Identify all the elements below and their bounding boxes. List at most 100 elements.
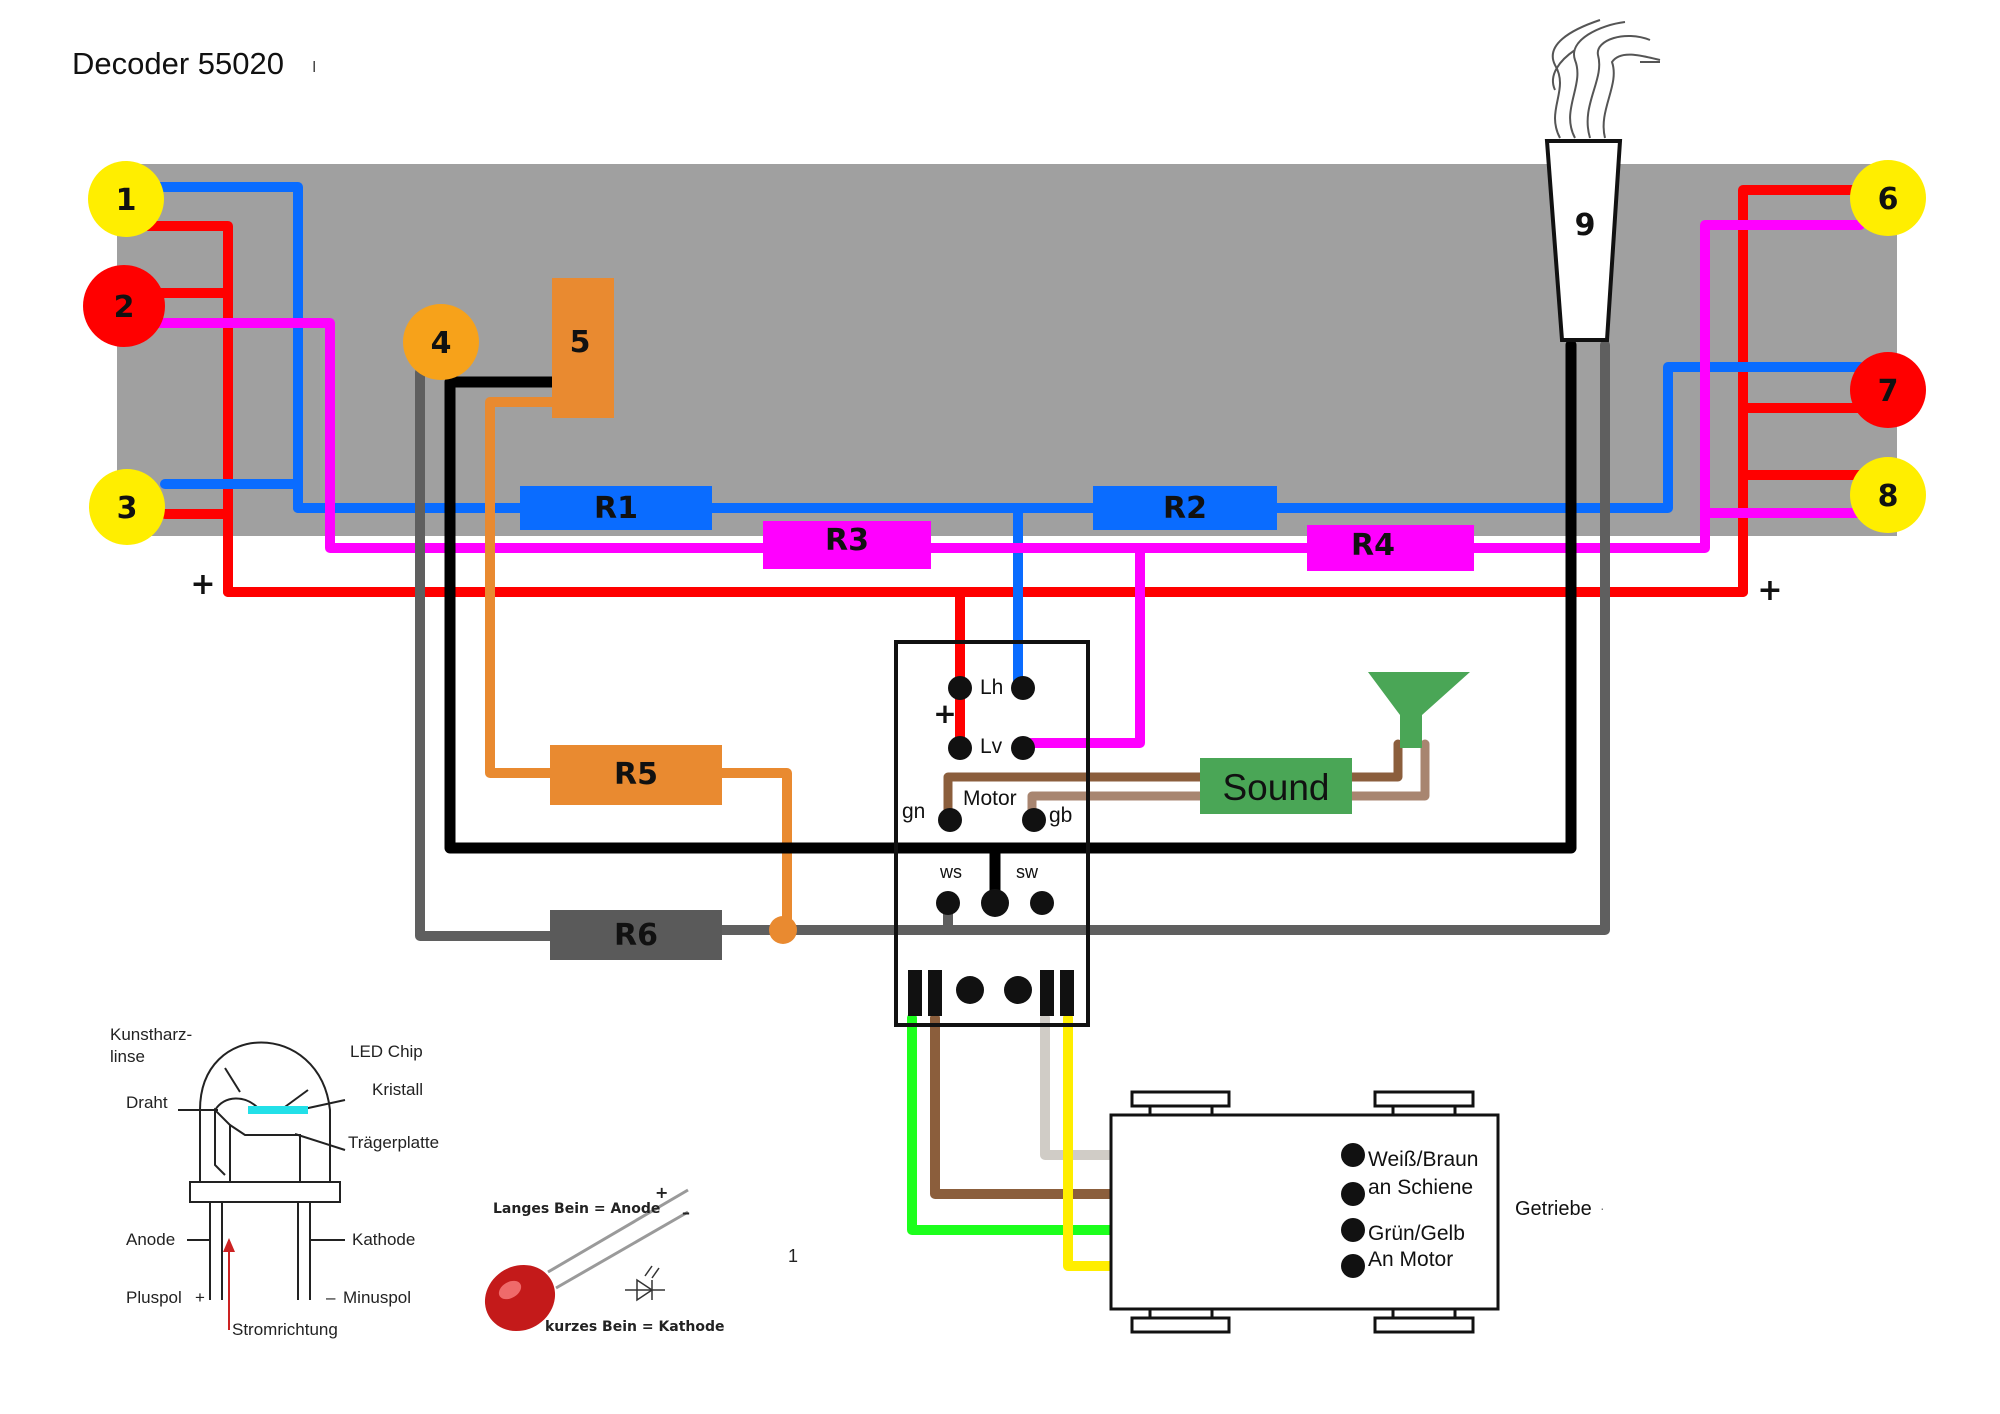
label-kathode: Kathode bbox=[352, 1230, 415, 1249]
label-led-chip: LED Chip bbox=[350, 1042, 423, 1061]
pin-extra bbox=[1030, 891, 1054, 915]
svg-text:9: 9 bbox=[1575, 208, 1596, 243]
decoder-label-gb: gb bbox=[1049, 804, 1072, 827]
svg-text:3: 3 bbox=[117, 491, 138, 526]
label-draht: Draht bbox=[126, 1093, 168, 1112]
junction-dot bbox=[769, 916, 797, 944]
resistor-r2: R2 bbox=[1093, 486, 1277, 530]
led-schematic: Kunstharz- linse LED Chip Kristall Draht… bbox=[110, 1025, 439, 1339]
pin-lh-left bbox=[948, 676, 972, 700]
plus-left: + bbox=[190, 567, 215, 602]
pin-gn bbox=[938, 808, 962, 832]
label-pluspol-sign: + bbox=[195, 1288, 205, 1307]
title-mark: I bbox=[312, 59, 316, 76]
getriebe-mark: · bbox=[1600, 1200, 1605, 1216]
terminal-1 bbox=[1341, 1143, 1365, 1167]
pin-bottom-6 bbox=[1060, 970, 1074, 1016]
led-chip bbox=[248, 1106, 308, 1114]
speaker-icon bbox=[1368, 672, 1470, 748]
label-kurzes-bein: kurzes Bein = Kathode bbox=[545, 1319, 725, 1335]
motor-label-line4: An Motor bbox=[1368, 1248, 1453, 1271]
wire-brown-sound bbox=[1347, 739, 1403, 782]
pin-gb bbox=[1022, 808, 1046, 832]
label-stromrichtung: Stromrichtung bbox=[232, 1320, 338, 1339]
sound-module: Sound bbox=[1200, 758, 1352, 814]
terminal-4 bbox=[1341, 1254, 1365, 1278]
svg-text:R5: R5 bbox=[614, 757, 658, 792]
resistor-r5: R5 bbox=[550, 745, 722, 805]
connector-6: 6 bbox=[1850, 160, 1926, 236]
connector-1: 1 bbox=[88, 161, 164, 237]
svg-text:R2: R2 bbox=[1163, 491, 1207, 526]
getriebe-label: Getriebe bbox=[1515, 1198, 1592, 1220]
svg-text:6: 6 bbox=[1878, 182, 1899, 217]
page-number: 1 bbox=[788, 1246, 798, 1266]
label-kristall: Kristall bbox=[372, 1080, 423, 1099]
motor-label-line2: an Schiene bbox=[1368, 1176, 1473, 1199]
pin-bottom-5 bbox=[1040, 970, 1054, 1016]
wire-red-right-1 bbox=[1738, 185, 1865, 597]
wire-orange-2 bbox=[715, 768, 792, 935]
svg-text:R6: R6 bbox=[614, 918, 658, 953]
decoder-label-ws: ws bbox=[939, 862, 962, 882]
resistor-r3: R3 bbox=[763, 521, 931, 569]
pin-lv-left bbox=[948, 736, 972, 760]
wire-blue-bus bbox=[293, 362, 1865, 513]
motor-label-line1: Weiß/Braun bbox=[1368, 1148, 1479, 1171]
svg-text:7: 7 bbox=[1878, 374, 1899, 409]
svg-text:5: 5 bbox=[570, 325, 591, 360]
wire-red-left-1 bbox=[135, 221, 233, 597]
label-minuspol-sign: – bbox=[326, 1288, 336, 1307]
led-photo: Langes Bein = Anode kurzes Bein = Kathod… bbox=[484, 1183, 725, 1335]
wire-black bbox=[444, 339, 1577, 854]
decoder-label-plus: + bbox=[933, 697, 956, 730]
decoder-box: Lh + Lv Motor gn gb ws sw bbox=[894, 640, 1090, 1027]
decoder-label-lv: Lv bbox=[980, 735, 1003, 758]
svg-text:R1: R1 bbox=[594, 491, 638, 526]
svg-text:Sound: Sound bbox=[1223, 767, 1330, 808]
wire-gray-2 bbox=[715, 340, 1610, 935]
resistor-r6: R6 bbox=[550, 910, 722, 960]
terminal-3 bbox=[1341, 1218, 1365, 1242]
svg-text:R3: R3 bbox=[825, 523, 869, 558]
decoder-label-sw: sw bbox=[1016, 862, 1039, 882]
pin-bottom-2 bbox=[928, 970, 942, 1016]
svg-text:R4: R4 bbox=[1351, 528, 1395, 563]
pin-ws bbox=[936, 891, 960, 915]
pin-bottom-3 bbox=[956, 976, 984, 1004]
led-photo-minus: – bbox=[682, 1203, 690, 1222]
resistor-r4: R4 bbox=[1307, 525, 1474, 571]
locomotive-board bbox=[117, 164, 1897, 536]
connector-8: 8 bbox=[1850, 457, 1926, 533]
label-linse: linse bbox=[110, 1047, 145, 1066]
connector-3: 3 bbox=[89, 469, 165, 545]
svg-text:4: 4 bbox=[431, 326, 452, 361]
connector-5: 5 bbox=[552, 278, 614, 418]
red-led-icon bbox=[484, 1264, 556, 1332]
svg-text:2: 2 bbox=[114, 290, 135, 325]
page-title: Decoder 55020 bbox=[72, 46, 284, 81]
connector-2: 2 bbox=[83, 265, 165, 347]
decoder-label-gn: gn bbox=[902, 800, 925, 823]
motor-label-line3: Grün/Gelb bbox=[1368, 1222, 1465, 1245]
wire-magenta-bus bbox=[140, 220, 1865, 553]
plus-right: + bbox=[1757, 573, 1782, 608]
label-minuspol: Minuspol bbox=[343, 1288, 411, 1307]
wire-blue-left-1 bbox=[155, 182, 303, 513]
wire-magenta-to-lv bbox=[1013, 543, 1145, 748]
decoder-label-lh: Lh bbox=[980, 676, 1003, 699]
label-kunstharz: Kunstharz- bbox=[110, 1025, 192, 1044]
wire-gray-1 bbox=[415, 367, 558, 941]
label-langes-bein: Langes Bein = Anode bbox=[493, 1201, 660, 1217]
motor-gearbox: Weiß/Braun an Schiene Grün/Gelb An Motor bbox=[1109, 1090, 1500, 1334]
pin-lv-right bbox=[1011, 736, 1035, 760]
terminal-2 bbox=[1341, 1182, 1365, 1206]
label-anode: Anode bbox=[126, 1230, 175, 1249]
wire-tan-sound bbox=[1347, 739, 1430, 801]
smoke-icon bbox=[1551, 19, 1661, 139]
diode-symbol-icon bbox=[625, 1265, 665, 1302]
svg-text:8: 8 bbox=[1878, 479, 1899, 514]
pin-bottom-1 bbox=[908, 970, 922, 1016]
label-traegerplatte: Trägerplatte bbox=[348, 1133, 439, 1152]
